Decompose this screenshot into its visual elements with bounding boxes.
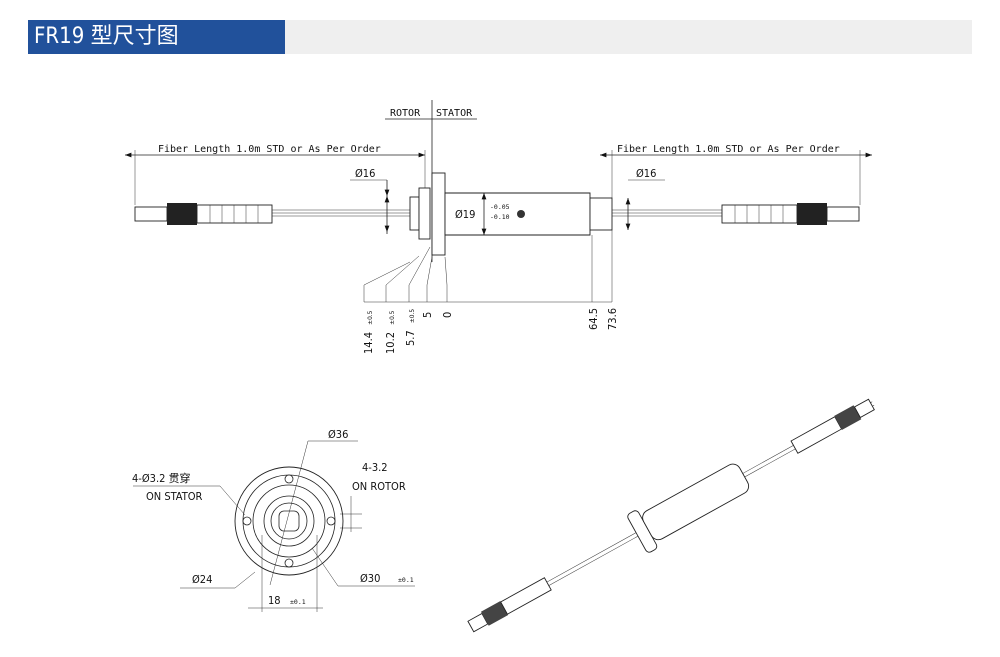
- side-view: ROTOR STATOR Fiber Length 1.0m STD or As…: [125, 100, 872, 354]
- dia-36-label: Ø36: [328, 428, 348, 441]
- dim-0: 0: [441, 312, 454, 318]
- svg-text:14.4 ±0.5: 14.4 ±0.5: [362, 310, 375, 354]
- width-18-label: 18: [268, 594, 281, 607]
- svg-text:10.2 ±0.5: 10.2 ±0.5: [384, 310, 397, 354]
- dia-30-tol: ±0.1: [398, 576, 414, 584]
- page-title: FR19 型尺寸图: [28, 20, 285, 54]
- on-rotor-label: ON ROTOR: [352, 480, 406, 493]
- width-18-tol: ±0.1: [290, 598, 306, 606]
- rotor-holes-label: 4-3.2: [362, 461, 388, 474]
- fiber-length-left: Fiber Length 1.0m STD or As Per Order: [158, 144, 381, 155]
- dim-tol: ±0.5: [366, 310, 374, 324]
- dim-10-2: 10.2: [384, 332, 397, 354]
- end-view: Ø36 4-Ø3.2 贯穿 ON STATOR 4-3.2 ON ROTOR Ø…: [132, 428, 415, 612]
- dim-tol: ±0.5: [388, 310, 396, 324]
- axial-dimensions: 14.4 ±0.5 10.2 ±0.5 5.7 ±0.5 5 0 64.5 73…: [362, 308, 619, 354]
- dim-5: 5: [421, 312, 434, 318]
- isometric-product-view: [467, 398, 875, 633]
- on-stator-label: ON STATOR: [146, 490, 203, 503]
- dia-body-label: Ø19: [455, 208, 475, 221]
- stator-holes-label: 4-Ø3.2 贯穿: [132, 471, 191, 485]
- slip-ring-body: [409, 172, 613, 256]
- section-header: FR19 型尺寸图: [28, 20, 972, 54]
- right-fiber-connector: [612, 203, 860, 225]
- fiber-length-right: Fiber Length 1.0m STD or As Per Order: [617, 144, 840, 155]
- dia-body-tol-lower: -0.10: [490, 213, 510, 221]
- dim-64-5: 64.5: [587, 308, 600, 330]
- dim-73-6: 73.6: [606, 308, 619, 330]
- dim-tol: ±0.5: [408, 309, 416, 323]
- dia-body-tol-upper: -0.05: [490, 203, 510, 211]
- rotor-label: ROTOR: [390, 108, 421, 119]
- stator-label: STATOR: [436, 108, 473, 119]
- dia-24-label: Ø24: [192, 573, 212, 586]
- dia-30-label: Ø30: [360, 572, 380, 585]
- dia-right-label: Ø16: [636, 167, 656, 180]
- dia-left-label: Ø16: [355, 167, 375, 180]
- dim-5-7: 5.7: [404, 330, 417, 346]
- dim-14-4: 14.4: [362, 332, 375, 354]
- left-fiber-connector: [134, 203, 410, 225]
- svg-text:5.7 ±0.5: 5.7 ±0.5: [404, 309, 417, 346]
